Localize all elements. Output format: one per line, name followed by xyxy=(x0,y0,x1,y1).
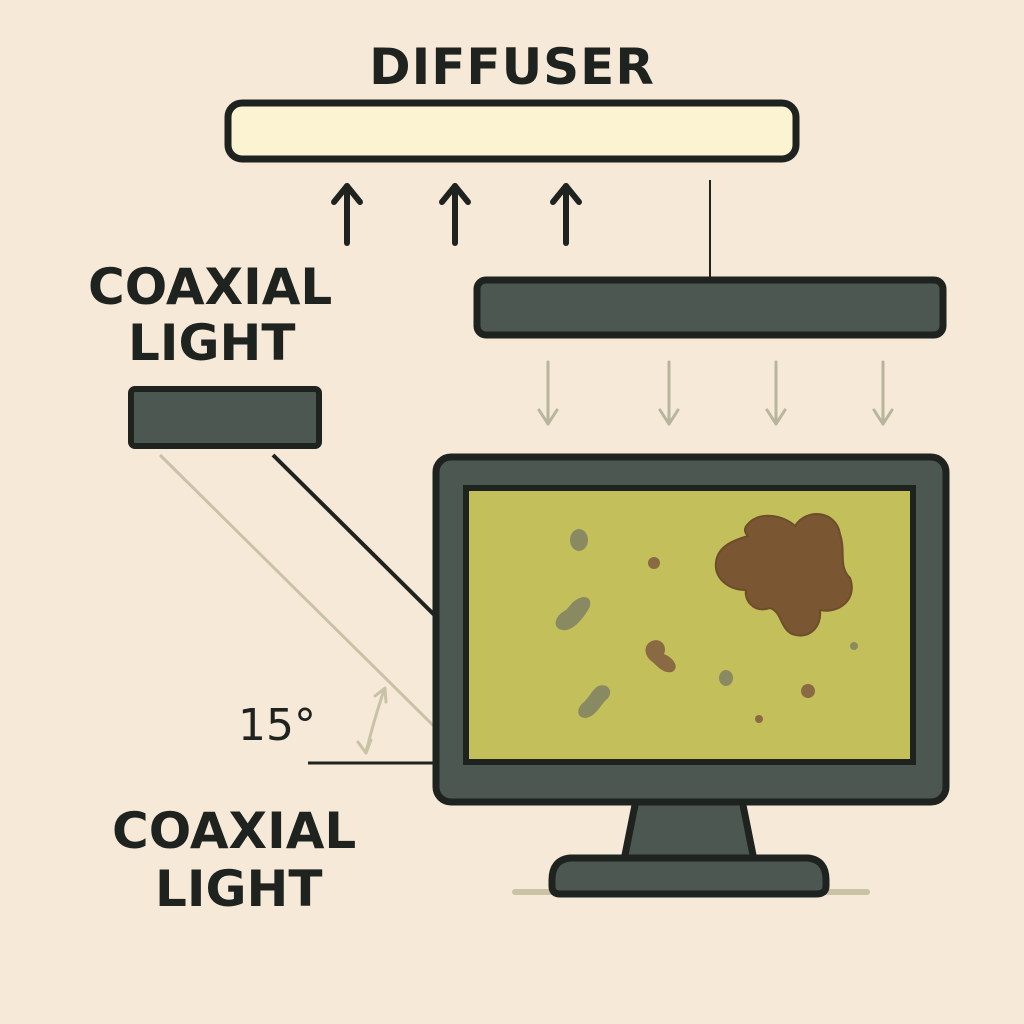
large-stain xyxy=(714,513,853,637)
up-arrow-icon xyxy=(550,183,582,246)
coaxial-light-bottom-label-line2: LIGHT xyxy=(155,860,323,918)
faint-light-ray xyxy=(158,453,462,754)
diffuser-label: DIFFUSER xyxy=(369,38,655,96)
spot xyxy=(719,670,733,686)
monitor-neck xyxy=(620,796,758,864)
spot xyxy=(555,597,591,631)
up-arrow-icon xyxy=(331,183,363,246)
monitor xyxy=(432,453,950,898)
spot xyxy=(570,529,588,551)
spot xyxy=(801,684,815,698)
coaxial-light-bottom-label-line1: COAXIAL xyxy=(112,802,357,860)
down-arrow-icon xyxy=(537,360,559,426)
coaxial-light-top-label-line2: LIGHT xyxy=(128,314,296,372)
down-arrow-icon xyxy=(658,360,680,426)
side-light-panel xyxy=(128,386,322,449)
spot xyxy=(578,685,611,718)
monitor-base xyxy=(548,854,830,898)
diffuser-bar xyxy=(224,99,800,163)
monitor-screen xyxy=(463,485,916,765)
downward-arrows xyxy=(537,360,894,426)
angle-label: 15° xyxy=(238,700,316,751)
screen-defects xyxy=(555,513,858,723)
spot xyxy=(850,642,858,650)
angle-arc xyxy=(356,686,388,755)
coaxial-light-top-label-line1: COAXIAL xyxy=(88,258,333,316)
spot xyxy=(755,715,763,723)
spot xyxy=(645,640,676,673)
upward-arrows xyxy=(331,183,582,246)
top-light-panel xyxy=(473,276,947,339)
spot xyxy=(648,557,660,569)
up-arrow-icon xyxy=(439,183,471,246)
down-arrow-icon xyxy=(765,360,787,426)
down-arrow-icon xyxy=(872,360,894,426)
